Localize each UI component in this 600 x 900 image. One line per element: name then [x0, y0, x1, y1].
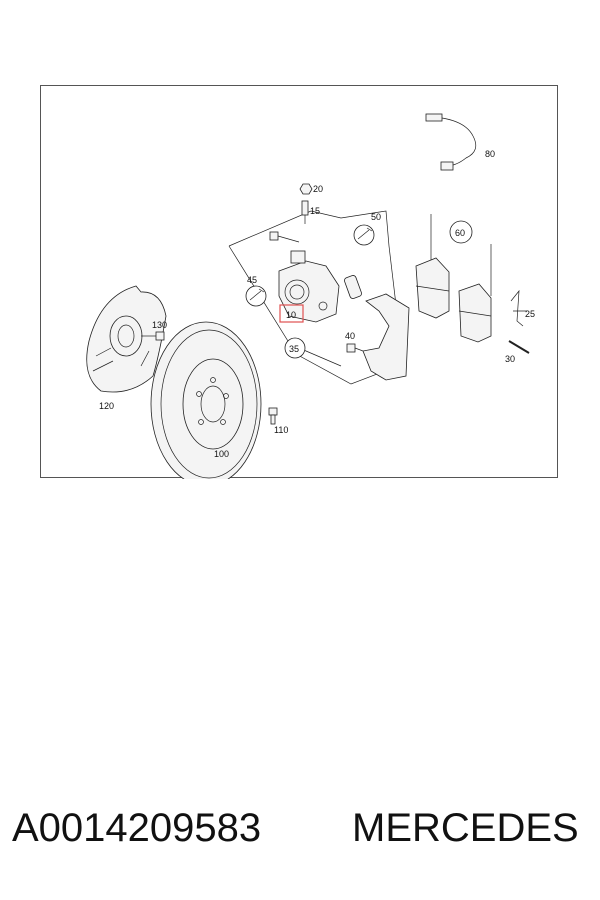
leader-35: [298, 347, 342, 367]
caliper-bolt-top: [269, 231, 300, 243]
callout-120: 120: [99, 401, 114, 411]
brake-caliper: [278, 250, 340, 323]
callout-50: 50: [371, 212, 381, 222]
retaining-spring: [510, 289, 527, 327]
callout-35-circle: [284, 337, 306, 359]
caliper-bracket: [362, 293, 410, 381]
callout-110: 110: [274, 425, 288, 435]
bleeder-screw: [299, 183, 313, 224]
wear-sensor: [425, 113, 477, 171]
callout-130: 130: [152, 320, 167, 330]
bolt-40: [346, 343, 364, 353]
splash-shield: [86, 285, 167, 393]
callout-45: 45: [247, 275, 257, 285]
callout-20: 20: [313, 184, 323, 194]
callout-100: 100: [214, 449, 229, 459]
brake-pads: [415, 214, 492, 343]
torque-symbol-50: [353, 224, 375, 246]
bolt-110: [268, 407, 278, 425]
callout-40: 40: [345, 331, 355, 341]
callout-10: 10: [286, 310, 296, 320]
exploded-view-svg: 100 110 120 130 10: [86, 113, 535, 479]
guide-pin: [344, 275, 362, 299]
callout-15: 15: [310, 206, 320, 216]
part-number: A0014209583: [12, 806, 262, 850]
brand-name: MERCEDES: [352, 806, 579, 850]
retaining-pin: [508, 340, 530, 354]
caption-footer: A0014209583 MERCEDES: [0, 800, 600, 860]
callout-60-circle: [449, 220, 473, 244]
callout-10-highlight-box: [279, 304, 304, 323]
assembly-outline: [228, 210, 404, 385]
bolt-130: [141, 331, 165, 341]
callout-25: 25: [525, 309, 535, 319]
callout-35: 35: [289, 344, 299, 354]
brake-disc: [150, 321, 262, 479]
callout-60: 60: [455, 228, 465, 238]
callout-30: 30: [505, 354, 515, 364]
torque-symbol-45: [245, 285, 267, 307]
callout-80: 80: [485, 149, 495, 159]
parts-diagram: 100 110 120 130 10: [40, 85, 558, 479]
